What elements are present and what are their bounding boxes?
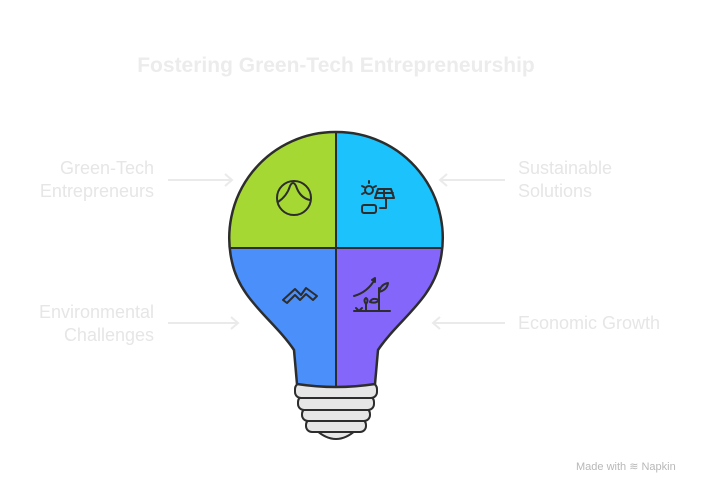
mountains-icon — [282, 287, 318, 304]
quadrant-top-left — [229, 131, 336, 248]
quadrant-top-right — [336, 131, 443, 248]
arrows — [168, 173, 505, 330]
label-line: Green-Tech — [59, 158, 154, 178]
napkin-logo-icon: ≋ — [629, 461, 639, 473]
label-line: Entrepreneurs — [39, 181, 154, 201]
label-line: Sustainable — [518, 158, 613, 178]
label-line: Solutions — [518, 181, 593, 201]
arrow-right-icon — [168, 173, 234, 187]
label-line: Economic Growth — [518, 313, 661, 333]
made-with-text: Made with — [576, 461, 627, 473]
brand-text: Napkin — [641, 461, 676, 473]
quadrant-dividers — [231, 132, 441, 386]
label-line: Environmental — [38, 302, 154, 322]
bulb-base — [294, 382, 378, 440]
growth-plant-icon — [353, 277, 391, 312]
arrow-left-icon — [438, 173, 505, 187]
label-line: Challenges — [63, 325, 154, 345]
arrow-right-icon — [168, 316, 240, 330]
footer-attribution: Made with ≋ Napkin — [576, 460, 676, 473]
mountain-circle-icon — [276, 180, 312, 216]
label-economic-growth: Economic Growth — [518, 312, 698, 335]
solar-energy-icon — [361, 180, 395, 214]
diagram-title: Fostering Green-Tech Entrepreneurship — [137, 54, 535, 77]
bulb-outline — [228, 130, 444, 389]
arrow-left-icon — [431, 316, 505, 330]
